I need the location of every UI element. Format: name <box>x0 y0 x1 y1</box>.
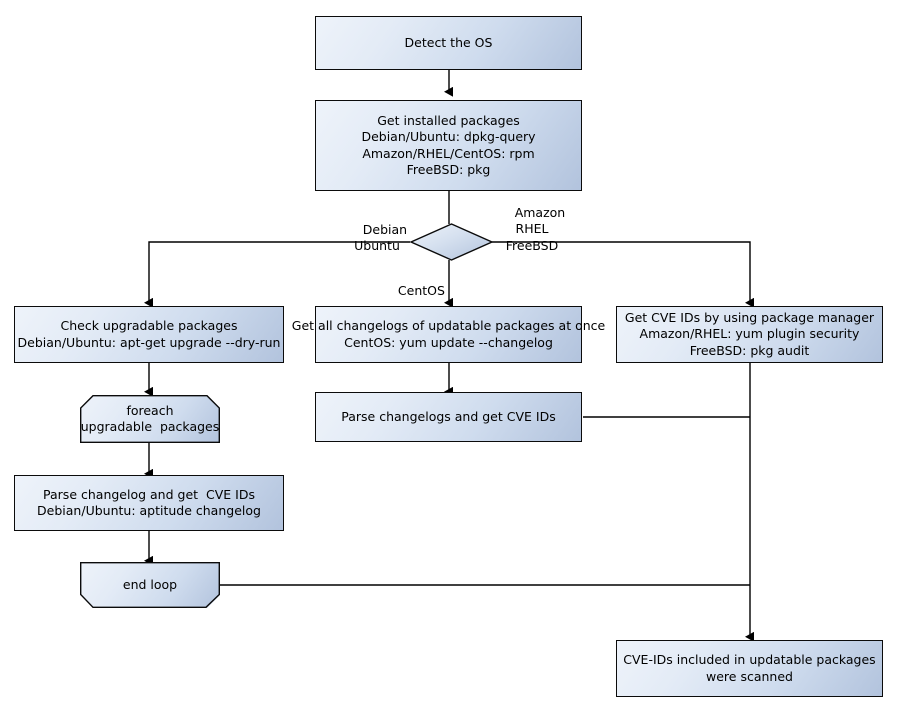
foreach-loop-outline <box>80 395 220 443</box>
node-foreach-loop-start-label: foreach upgradable packages <box>80 402 220 434</box>
node-get-all-changelogs[interactable]: Get all changelogs of updatable packages… <box>292 306 605 363</box>
edge-label-amazon-rhel-freebsd-text: Amazon RHEL FreeBSD <box>505 204 566 253</box>
node-check-upgradable-packages-label: Check upgradable packages Debian/Ubuntu:… <box>17 318 281 350</box>
node-parse-changelog-debian[interactable]: Parse changelog and get CVE IDs Debian/U… <box>14 475 284 531</box>
end-loop-fill: end loop <box>80 562 220 608</box>
end-loop-outline <box>80 562 220 608</box>
edge-decision-to-get-cve-pkgmanager <box>492 241 754 308</box>
node-detect-os[interactable]: Detect the OS <box>315 16 582 70</box>
node-scan-complete[interactable]: CVE-IDs included in updatable packages w… <box>616 640 883 697</box>
edge-label-amazon-rhel-freebsd: Amazon RHEL FreeBSD <box>494 188 570 271</box>
node-foreach-loop-start[interactable]: foreach upgradable packages <box>80 395 220 443</box>
edge-label-debian-ubuntu-text: Debian Ubuntu <box>354 221 408 254</box>
node-scan-complete-label: CVE-IDs included in updatable packages w… <box>623 652 876 684</box>
node-parse-changelogs-centos[interactable]: Parse changelogs and get CVE IDs <box>315 392 582 442</box>
edge-label-centos-text: CentOS <box>397 282 445 298</box>
edge-decision-to-check-upgradable <box>144 241 410 308</box>
node-check-upgradable-packages[interactable]: Check upgradable packages Debian/Ubuntu:… <box>14 306 284 363</box>
node-get-cve-by-package-manager-label: Get CVE IDs by using package manager Ama… <box>624 309 875 358</box>
node-parse-changelog-debian-label: Parse changelog and get CVE IDs Debian/U… <box>37 486 261 519</box>
node-end-loop[interactable]: end loop <box>80 562 220 608</box>
node-end-loop-label: end loop <box>122 576 178 592</box>
node-get-all-changelogs-label: Get all changelogs of updatable packages… <box>291 318 606 350</box>
node-get-installed-packages-label: Get installed packages Debian/Ubuntu: dp… <box>361 112 536 178</box>
node-detect-os-label: Detect the OS <box>404 34 493 50</box>
edge-label-debian-ubuntu: Debian Ubuntu <box>343 205 411 271</box>
decision-diamond-shape <box>409 223 494 261</box>
node-get-installed-packages[interactable]: Get installed packages Debian/Ubuntu: dp… <box>315 100 582 191</box>
node-get-cve-by-package-manager[interactable]: Get CVE IDs by using package manager Ama… <box>616 306 883 363</box>
node-parse-changelogs-centos-label: Parse changelogs and get CVE IDs <box>341 408 556 424</box>
edge-label-centos: CentOS <box>382 266 445 316</box>
foreach-loop-fill: foreach upgradable packages <box>80 395 220 443</box>
